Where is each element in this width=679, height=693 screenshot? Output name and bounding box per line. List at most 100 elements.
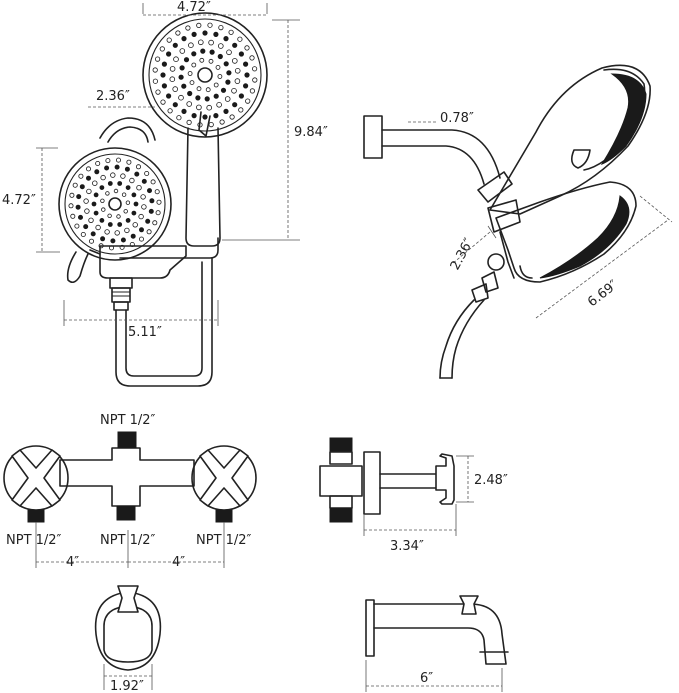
nozzle-dot	[146, 229, 152, 235]
nozzle-dot	[105, 191, 110, 196]
nozzle-dot	[113, 188, 119, 194]
nozzle-dot	[86, 188, 92, 195]
nozzle-dot	[191, 31, 197, 38]
dim-arm-projection: 0.78″	[440, 111, 474, 126]
nozzle-dot	[186, 101, 193, 107]
nozzle-dot	[92, 180, 98, 186]
nozzle-dot	[166, 51, 172, 57]
dim-spacing-right: 4″	[172, 555, 185, 570]
nozzle-dot	[138, 236, 144, 242]
nozzle-dot	[166, 93, 172, 99]
nozzle-dot	[79, 184, 85, 190]
valve-side-handle	[435, 453, 455, 505]
nozzle-dot	[169, 76, 176, 82]
nozzle-dot	[172, 102, 178, 108]
nozzle-dot	[155, 89, 161, 95]
nozzle-dot	[223, 61, 229, 67]
nozzle-dot	[146, 188, 152, 194]
nozzle-dot	[148, 208, 154, 214]
nozzle-dot	[138, 213, 144, 220]
nozzle-dot	[216, 102, 222, 108]
nozzle-dot	[144, 170, 150, 176]
nozzle-dot	[213, 93, 219, 99]
nozzle-dot	[74, 223, 80, 229]
nozzle-dot	[95, 160, 101, 166]
nozzle-dot	[198, 39, 204, 46]
nozzle-dot	[104, 229, 110, 235]
nozzle-dot	[116, 157, 122, 163]
nozzle-dot	[93, 210, 99, 216]
nozzle-dot	[125, 200, 131, 205]
nozzle-dot	[121, 192, 127, 197]
nozzle-dot	[196, 22, 202, 28]
nozzle-dot	[150, 179, 156, 185]
nozzle-dot	[94, 169, 100, 175]
nozzle-dot	[69, 192, 75, 198]
nozzle-dot	[243, 61, 249, 67]
wall-arm	[99, 117, 156, 143]
right-cross-handle	[191, 445, 257, 523]
nozzle-dot	[228, 29, 234, 35]
lower-shower-head	[58, 147, 172, 261]
dim-spacing-left: 4″	[66, 555, 79, 570]
nozzle-dot	[219, 119, 225, 125]
nozzle-dot	[245, 98, 251, 104]
nozzle-dot	[141, 204, 147, 210]
nozzle-dot	[238, 51, 244, 57]
nozzle-dot	[224, 96, 231, 102]
nozzle-dot	[181, 35, 187, 42]
nozzle-dot	[209, 49, 215, 55]
nozzle-dot	[213, 82, 219, 88]
nozzle-dot	[220, 87, 227, 93]
nozzle-dot	[173, 56, 179, 62]
nozzle-dot	[207, 22, 213, 28]
nozzle-dot	[191, 51, 197, 57]
nozzle-dot	[206, 104, 213, 111]
nozzle-dot	[76, 194, 82, 200]
nozzle-dot	[176, 115, 182, 121]
nozzle-dot	[117, 181, 123, 186]
nozzle-dot	[78, 173, 84, 179]
nozzle-dot	[86, 166, 92, 172]
nozzle-dot	[70, 213, 76, 219]
nozzle-dot	[161, 61, 167, 67]
front-view: 4.72″ 2.36″ 9.84″ 4.72″ 5.11″	[2, 0, 328, 387]
nozzle-dot	[145, 218, 151, 224]
spout-front-view: 1.92″	[94, 585, 162, 693]
nozzle-dot	[129, 177, 135, 184]
nozzle-dot	[91, 201, 97, 207]
nozzle-dot	[100, 198, 105, 203]
nozzle-dot	[83, 224, 89, 230]
nozzle-dot	[223, 108, 229, 115]
side-handheld-head	[489, 64, 651, 215]
nozzle-dot	[160, 99, 166, 105]
nozzle-dot	[213, 113, 219, 119]
nozzle-dot	[149, 198, 155, 204]
nozzle-dot	[181, 83, 187, 89]
nozzle-dot	[124, 227, 130, 234]
nozzle-dot	[86, 175, 92, 181]
spout-side-view: 6″	[365, 595, 509, 692]
nozzle-dot	[140, 194, 146, 200]
dim-top-head-width: 4.72″	[177, 0, 211, 15]
nozzle-dot	[159, 46, 165, 52]
nozzle-dot	[99, 217, 105, 223]
nozzle-dot	[244, 45, 250, 51]
nozzle-dot	[152, 220, 158, 226]
nozzle-dot	[172, 86, 179, 92]
nozzle-dot	[156, 199, 162, 205]
nozzle-dot	[200, 48, 206, 54]
label-left-port: NPT 1/2″	[6, 533, 62, 548]
nozzle-dot	[238, 93, 244, 99]
nozzle-dot	[249, 88, 255, 94]
nozzle-dot	[226, 70, 232, 76]
dim-spout-diverter-width: 1.92″	[110, 679, 144, 693]
nozzle-dot	[252, 66, 258, 72]
nozzle-dot	[243, 83, 249, 89]
nozzle-dot	[125, 185, 131, 191]
nozzle-dot	[123, 209, 128, 214]
nozzle-dot	[217, 74, 223, 79]
nozzle-dot	[88, 217, 94, 223]
nozzle-dot	[215, 65, 221, 70]
nozzle-dot	[114, 230, 120, 236]
